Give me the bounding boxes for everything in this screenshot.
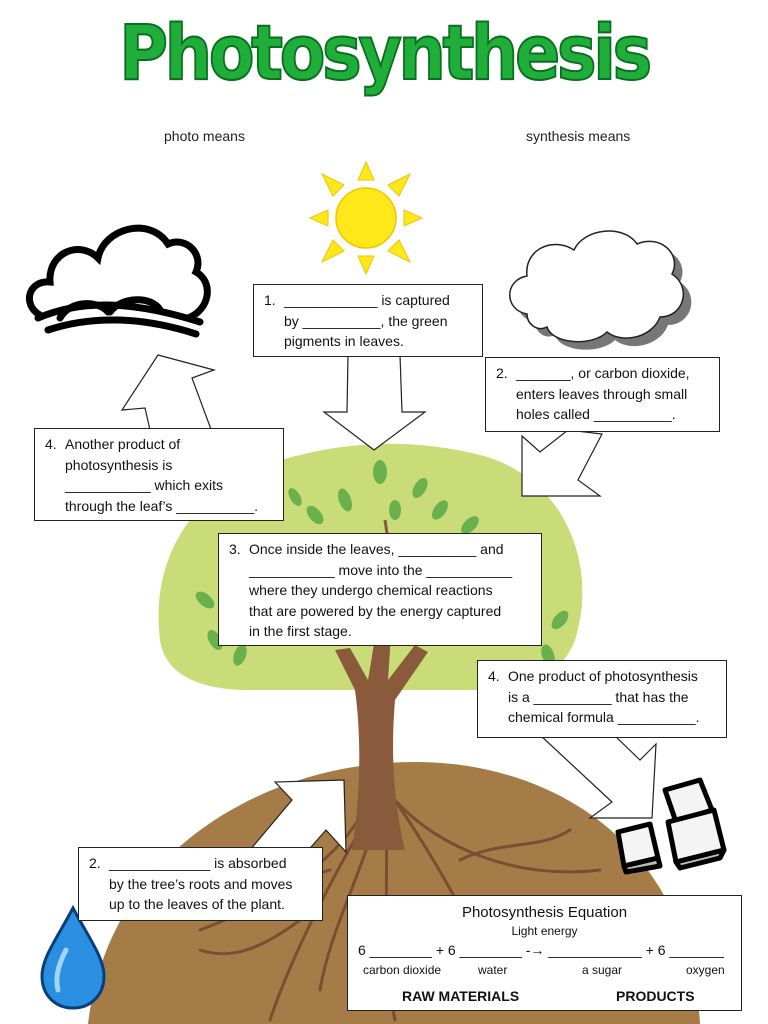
box-step-3: 3. Once inside the leaves, __________ an… [218,533,542,646]
equation-line: 6 ________ + 6 ________ -→ ____________ … [358,942,724,958]
down-arrow-sugar [538,734,657,819]
box-step-4-sugar: 4. One product of photosynthesis is a __… [477,660,727,738]
up-arrow-oxygen [120,354,216,433]
photo-means-label: photo means [164,128,245,144]
step-text: _____________ is absorbed by the tree’s … [109,855,293,912]
step-text: One product of photosynthesis is a _____… [508,668,700,725]
water-drop-icon [40,904,106,1010]
equation-title: Photosynthesis Equation [461,904,628,921]
raw-materials-label: RAW MATERIALS [402,988,520,1004]
step-text: ____________ is captured by __________, … [284,292,450,349]
tree-leaves [195,460,569,666]
step-text: _______, or carbon dioxide, enters leave… [516,365,690,422]
box-step-2-co2: 2. _______, or carbon dioxide, enters le… [485,357,720,432]
step-text: Once inside the leaves, __________ and _… [249,541,513,639]
step-text: Another product of photosynthesis is ___… [65,436,259,514]
sun-icon [308,160,424,276]
step-number: 2. [89,855,101,871]
box-step-4-oxygen: 4. Another product of photosynthesis is … [34,428,284,521]
step-number: 3. [229,541,241,557]
step-number: 4. [488,668,500,684]
page-title: Photosynthesis [118,7,653,98]
oxygen-label: oxygen [686,963,725,977]
step-number: 2. [496,365,508,381]
white-cloud-icon [509,230,692,350]
down-arrow-co2 [521,429,603,497]
storm-cloud-icon [26,224,211,338]
down-arrow-sun [322,354,427,451]
sugar-label: a sugar [582,963,623,977]
sugar-cubes-icon [615,777,727,875]
products-label: PRODUCTS [616,988,695,1004]
step-number: 1. [264,292,276,308]
synthesis-means-label: synthesis means [526,128,631,144]
box-step-2-water: 2. _____________ is absorbed by the tree… [78,847,323,921]
carbon-dioxide-label: carbon dioxide [363,963,442,977]
water-label: water [478,963,508,977]
light-energy-label: Light energy [511,924,578,938]
box-step-1: 1. ____________ is captured by _________… [253,284,483,357]
step-number: 4. [45,436,57,452]
equation-box: Photosynthesis Equation Light energy 6 _… [347,895,742,1011]
